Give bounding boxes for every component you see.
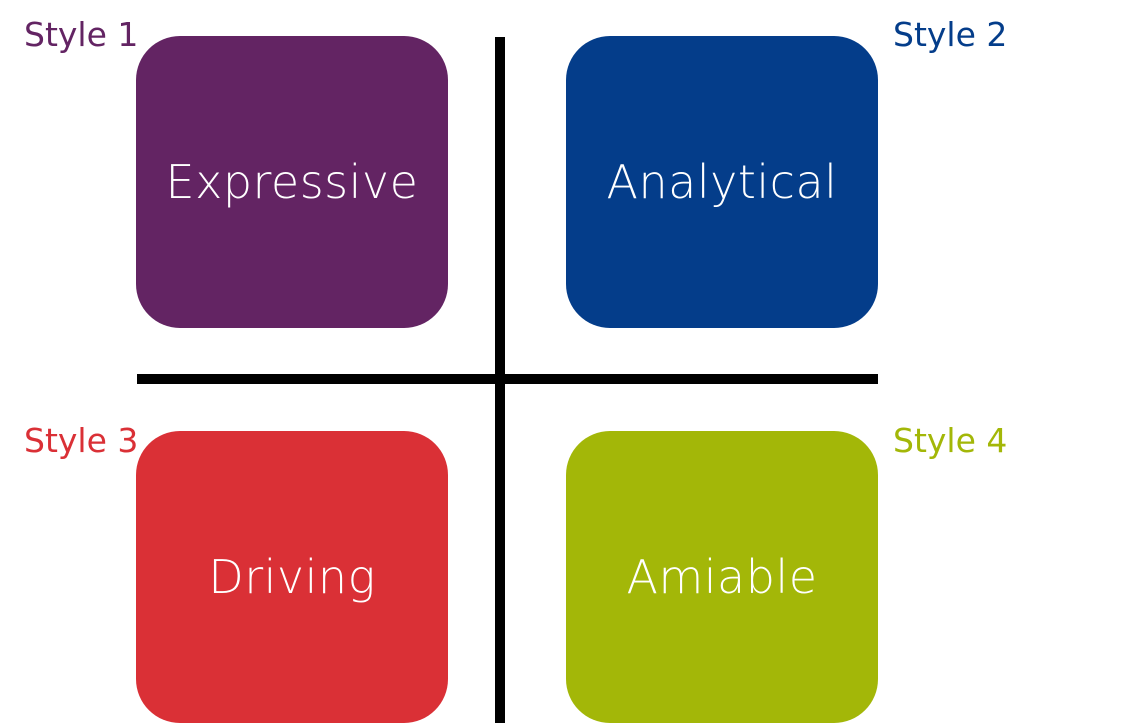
style-label-1: Style 1: [24, 15, 139, 54]
quadrant-name: Amiable: [626, 550, 818, 604]
quadrant-name: Analytical: [606, 155, 838, 209]
style-label-4: Style 4: [893, 421, 1008, 460]
quadrant-analytical: Analytical: [566, 36, 878, 328]
quadrant-expressive: Expressive: [136, 36, 448, 328]
quadrant-name: Driving: [208, 550, 376, 604]
horizontal-axis-line: [137, 374, 878, 384]
quadrant-name: Expressive: [165, 155, 419, 209]
quadrant-driving: Driving: [136, 431, 448, 723]
style-label-2: Style 2: [893, 15, 1008, 54]
quadrant-amiable: Amiable: [566, 431, 878, 723]
style-label-3: Style 3: [24, 421, 139, 460]
